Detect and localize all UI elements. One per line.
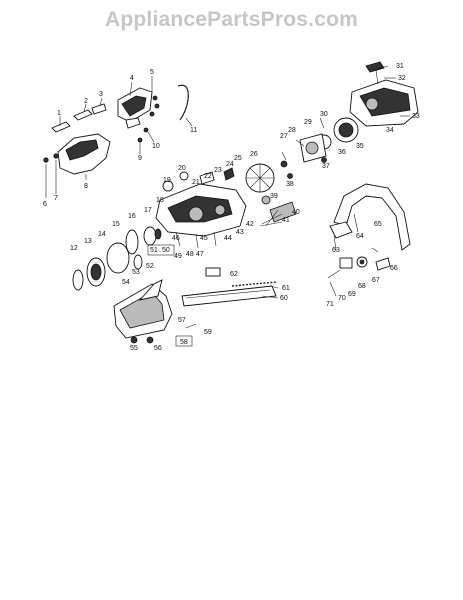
clutch-drum-group [72,226,162,291]
callout-44: 44 [224,235,232,242]
callout-57: 57 [178,317,186,324]
callout-43: 43 [236,229,244,236]
callout-65: 65 [374,221,382,228]
callout-10: 10 [152,143,160,150]
callout-14: 14 [98,231,106,238]
callout-36: 36 [338,149,346,156]
callout-48: 48 [186,251,194,258]
callout-4: 4 [130,75,134,82]
callout-56: 56 [154,345,162,352]
callout-51: 51 [150,247,158,254]
callout-1: 1 [57,110,61,117]
callout-17: 17 [144,207,152,214]
callout-2: 2 [84,98,88,105]
callout-26: 26 [250,151,258,158]
callout-11: 11 [190,127,197,134]
callout-22: 22 [204,173,212,180]
callout-55: 55 [130,345,138,352]
callout-64: 64 [356,233,364,240]
fan-flywheel-26 [245,163,275,193]
callout-27: 27 [280,133,288,140]
callout-40: 40 [292,209,300,216]
callout-labels: 1 2 3 4 5 6 7 8 9 10 11 12 13 14 15 16 1… [43,63,420,352]
leader-lines [45,65,410,329]
callout-69: 69 [348,291,356,298]
callout-13: 13 [84,238,92,245]
callout-62: 62 [230,271,238,278]
callout-58: 58 [180,339,188,346]
callout-brackets [147,244,193,347]
callout-67: 67 [372,277,380,284]
callout-24: 24 [226,161,234,168]
side-cover-brake [113,279,173,344]
callout-12: 12 [70,245,78,252]
callout-61: 61 [282,285,290,292]
callout-15: 15 [112,221,120,228]
callout-6: 6 [43,201,47,208]
callout-53: 53 [132,269,140,276]
callout-59: 59 [204,329,212,336]
callout-23: 23 [214,167,222,174]
av-mount-65-70 [327,256,391,279]
guide-bar-60 [181,285,277,307]
engine-housing [155,183,247,249]
callout-18: 18 [156,197,164,204]
callout-71: 71 [326,301,334,308]
callout-3: 3 [99,91,103,98]
callout-16: 16 [128,213,136,220]
callout-39: 39 [270,193,278,200]
callout-35: 35 [356,143,364,150]
callout-29: 29 [304,119,312,126]
callout-66: 66 [390,265,398,272]
callout-47: 47 [196,251,204,258]
starter-housing-34 [349,79,419,127]
callout-63: 63 [332,247,340,254]
callout-32: 32 [398,75,406,82]
callout-54: 54 [122,279,130,286]
callout-46: 46 [172,235,180,242]
callout-52: 52 [146,263,154,270]
callout-70: 70 [338,295,346,302]
callout-20: 20 [178,165,186,172]
callout-37: 37 [322,163,330,170]
callout-42: 42 [246,221,254,228]
callout-60: 60 [280,295,288,302]
callout-9: 9 [138,155,142,162]
carb-19-25 [162,167,235,192]
callout-68: 68 [358,283,366,290]
callout-7: 7 [54,195,58,202]
rear-cover-4-5 [117,87,160,129]
handle-parts-1-3 [51,103,107,133]
bar-plate-62 [205,267,221,277]
starter-handle-31-32 [365,61,385,85]
callout-25: 25 [234,155,242,162]
callout-34: 34 [386,127,394,134]
coil-29 [299,133,327,163]
callout-33: 33 [412,113,420,120]
throttle-rod-11 [177,84,189,121]
callout-8: 8 [84,183,88,190]
callout-19: 19 [163,177,171,184]
callout-38: 38 [286,181,294,188]
callout-30: 30 [320,111,328,118]
callout-31: 31 [396,63,404,70]
callout-21: 21 [192,179,200,186]
callout-45: 45 [200,235,208,242]
callout-49: 49 [174,253,182,260]
callout-28: 28 [288,127,296,134]
top-handle-cover [57,133,111,175]
saw-chain-61 [231,281,277,287]
callout-41: 41 [282,217,290,224]
small-parts-27-30-37-38-39 [261,157,327,205]
front-handle-63-64 [329,183,411,251]
callout-5: 5 [150,69,154,76]
watermark-text: AppliancePartsPros.com [105,8,358,31]
callout-50: 50 [162,247,170,254]
